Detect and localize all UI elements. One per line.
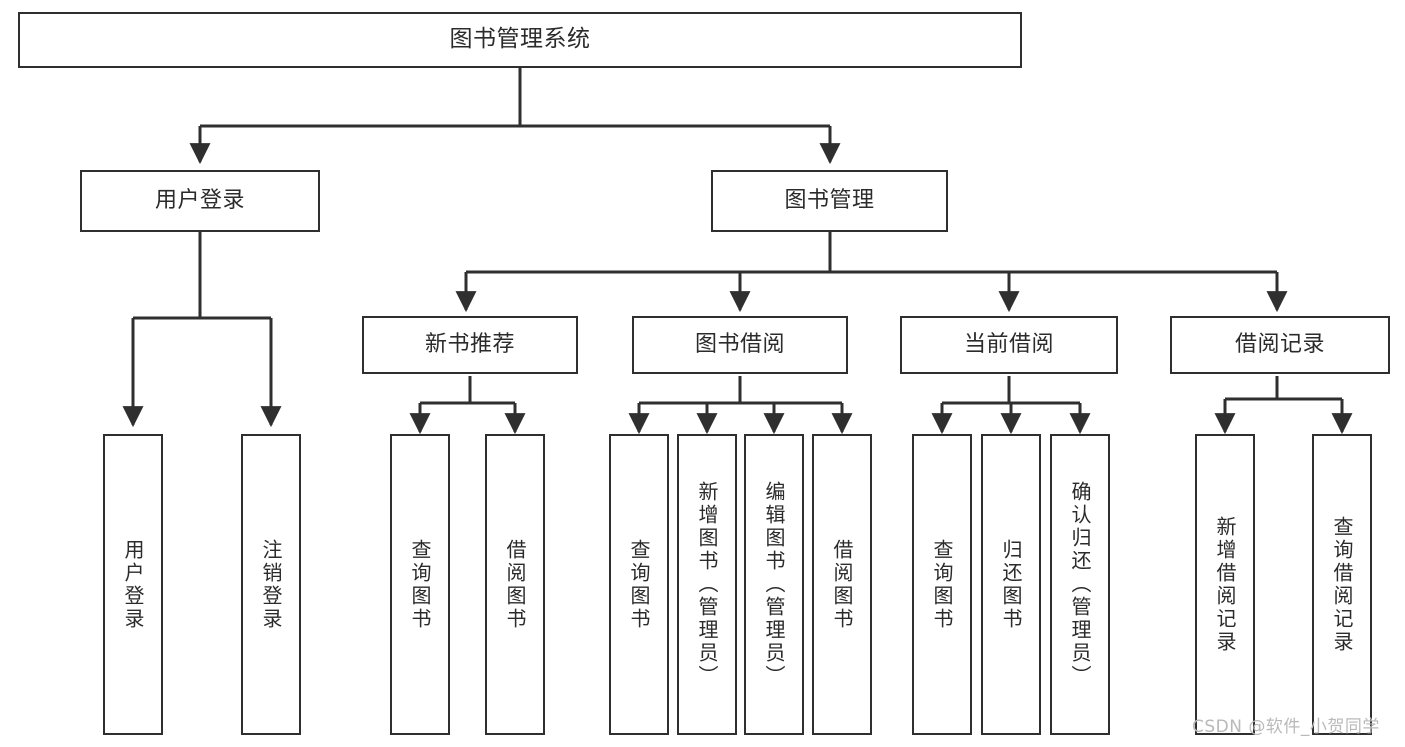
node-root-system[interactable]: 图书管理系统 — [18, 12, 1022, 68]
node-new-book-recommend-label: 新书推荐 — [424, 331, 515, 357]
node-book-management-label: 图书管理 — [784, 187, 875, 213]
leaf-user-login-label: 用户登录 — [121, 538, 145, 631]
leaf-query-book-3-label: 查询图书 — [930, 538, 954, 631]
leaf-borrow-book-2[interactable]: 借阅图书 — [812, 434, 872, 735]
leaf-borrow-book-1-label: 借阅图书 — [503, 538, 527, 631]
leaf-user-login[interactable]: 用户登录 — [103, 434, 163, 735]
leaf-edit-book[interactable]: 编辑图书（管理员） — [744, 434, 804, 735]
leaf-add-book[interactable]: 新增图书（管理员） — [677, 434, 737, 735]
leaf-query-book-2[interactable]: 查询图书 — [609, 434, 669, 735]
node-borrow-record[interactable]: 借阅记录 — [1170, 316, 1390, 374]
leaf-query-book-2-label: 查询图书 — [627, 538, 651, 631]
node-user-login[interactable]: 用户登录 — [80, 170, 320, 232]
leaf-query-book-1[interactable]: 查询图书 — [390, 434, 450, 735]
leaf-return-book-label: 归还图书 — [999, 538, 1023, 631]
leaf-query-book-1-label: 查询图书 — [408, 538, 432, 631]
node-root-system-label: 图书管理系统 — [449, 26, 591, 53]
leaf-add-record-label: 新增借阅记录 — [1213, 515, 1237, 654]
leaf-edit-book-label: 编辑图书（管理员） — [762, 481, 786, 688]
node-book-borrow[interactable]: 图书借阅 — [632, 316, 848, 374]
node-new-book-recommend[interactable]: 新书推荐 — [362, 316, 578, 374]
leaf-borrow-book-2-label: 借阅图书 — [830, 538, 854, 631]
node-book-management[interactable]: 图书管理 — [711, 170, 948, 232]
leaf-confirm-return[interactable]: 确认归还（管理员） — [1050, 434, 1110, 735]
leaf-query-record[interactable]: 查询借阅记录 — [1312, 434, 1372, 735]
node-borrow-record-label: 借阅记录 — [1234, 331, 1325, 357]
leaf-user-logout[interactable]: 注销登录 — [241, 434, 301, 735]
node-current-borrow[interactable]: 当前借阅 — [900, 316, 1118, 374]
leaf-borrow-book-1[interactable]: 借阅图书 — [485, 434, 545, 735]
node-book-borrow-label: 图书借阅 — [694, 331, 785, 357]
leaf-add-record[interactable]: 新增借阅记录 — [1195, 434, 1255, 735]
node-user-login-label: 用户登录 — [154, 187, 245, 213]
leaf-query-book-3[interactable]: 查询图书 — [912, 434, 972, 735]
leaf-query-record-label: 查询借阅记录 — [1330, 515, 1354, 654]
node-current-borrow-label: 当前借阅 — [963, 331, 1054, 357]
leaf-user-logout-label: 注销登录 — [259, 538, 283, 631]
leaf-return-book[interactable]: 归还图书 — [981, 434, 1041, 735]
leaf-confirm-return-label: 确认归还（管理员） — [1068, 481, 1092, 688]
leaf-add-book-label: 新增图书（管理员） — [695, 481, 719, 688]
